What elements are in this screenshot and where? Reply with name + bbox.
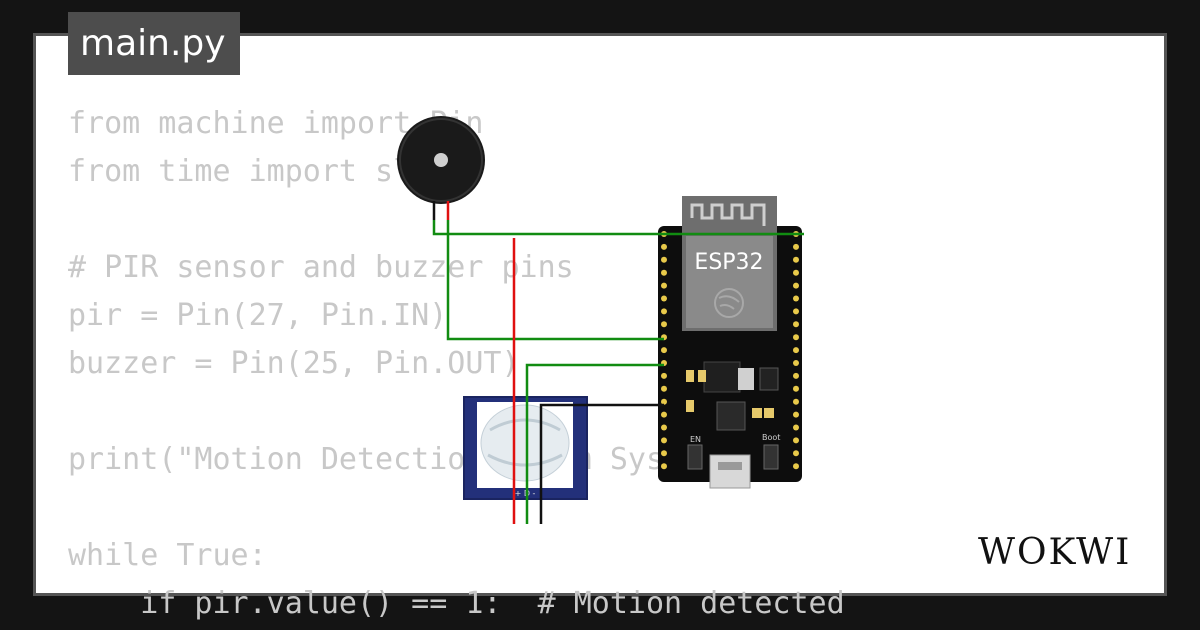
en-label: EN: [690, 435, 701, 444]
usb-uart-chip: [716, 401, 746, 431]
header-pin[interactable]: [661, 269, 667, 276]
smd-part: [686, 400, 694, 412]
pin-header-left: [661, 231, 667, 470]
buzzer-hole: [434, 153, 448, 167]
wires: [432, 220, 804, 524]
header-pin[interactable]: [793, 450, 799, 457]
wire-pir-signal: [525, 363, 664, 524]
header-pin[interactable]: [661, 398, 667, 405]
file-tab[interactable]: main.py: [68, 12, 240, 75]
header-pin[interactable]: [661, 347, 667, 354]
header-pin[interactable]: [661, 450, 667, 457]
regulator-tab: [738, 368, 754, 390]
header-pin[interactable]: [661, 385, 667, 392]
header-pin[interactable]: [793, 398, 799, 405]
wokwi-logo: WOKWI: [978, 532, 1131, 573]
wire-pir-gnd: [539, 403, 664, 524]
header-pin[interactable]: [793, 372, 799, 379]
code-line: from time import sleep: [68, 154, 466, 189]
code-line: buzzer = Pin(25, Pin.OUT): [68, 346, 520, 381]
pir-dome-ridge: [489, 418, 561, 432]
smd-part: [698, 370, 706, 382]
pin-header-right: [793, 231, 799, 470]
antenna-trace: [690, 203, 766, 226]
pir-pin-labels: + D -: [515, 489, 536, 498]
boot-label: Boot: [762, 433, 780, 442]
wire-buzzer-gnd: [432, 220, 804, 236]
header-pin[interactable]: [661, 295, 667, 302]
wire-buzzer-signal: [446, 220, 664, 341]
smd-part: [764, 408, 774, 418]
header-pin[interactable]: [661, 308, 667, 315]
header-pin[interactable]: [793, 321, 799, 328]
code-line: # PIR sensor and buzzer pins: [68, 250, 574, 285]
smd-part: [686, 370, 694, 382]
header-pin[interactable]: [793, 437, 799, 444]
header-pin[interactable]: [793, 463, 799, 470]
header-pin[interactable]: [661, 437, 667, 444]
espressif-logo-mark: [718, 295, 740, 310]
header-pin[interactable]: [793, 282, 799, 289]
smd-part: [752, 408, 762, 418]
header-pin[interactable]: [793, 347, 799, 354]
header-pin[interactable]: [661, 372, 667, 379]
code-line: pir = Pin(27, Pin.IN): [68, 298, 448, 333]
pir-dome: [480, 404, 570, 482]
header-pin[interactable]: [793, 308, 799, 315]
board-label: ESP32: [694, 250, 763, 275]
header-pin[interactable]: [661, 256, 667, 263]
code-line: while True:: [68, 538, 267, 573]
esp32-board[interactable]: ESP32 EN Boot: [658, 196, 802, 489]
header-pin[interactable]: [661, 424, 667, 431]
header-pin[interactable]: [661, 282, 667, 289]
header-pin[interactable]: [661, 411, 667, 418]
buzzer-rim: [399, 118, 483, 202]
usb-port-opening: [718, 462, 742, 470]
boot-button[interactable]: [763, 444, 779, 470]
header-pin[interactable]: [793, 269, 799, 276]
module-shield: [686, 236, 773, 328]
code-line: if pir.value() == 1: # Motion detected: [68, 586, 845, 621]
en-button[interactable]: [687, 444, 703, 470]
header-pin[interactable]: [793, 424, 799, 431]
header-pin[interactable]: [661, 243, 667, 250]
pir-dome-ridge: [487, 453, 563, 467]
diode: [759, 367, 779, 391]
usb-port[interactable]: [709, 454, 751, 489]
header-pin[interactable]: [793, 411, 799, 418]
header-pin[interactable]: [793, 243, 799, 250]
header-pin[interactable]: [793, 334, 799, 341]
header-pin[interactable]: [661, 321, 667, 328]
wokwi-logo-text: WOKWI: [978, 532, 1131, 573]
espressif-logo-icon: [714, 288, 744, 318]
header-pin[interactable]: [793, 295, 799, 302]
header-pin[interactable]: [793, 385, 799, 392]
header-pin[interactable]: [661, 463, 667, 470]
header-pin[interactable]: [793, 360, 799, 366]
buzzer[interactable]: [397, 116, 485, 220]
regulator-chip: [703, 361, 741, 393]
header-pin[interactable]: [793, 256, 799, 263]
pir-sensor[interactable]: + D -: [463, 396, 588, 500]
